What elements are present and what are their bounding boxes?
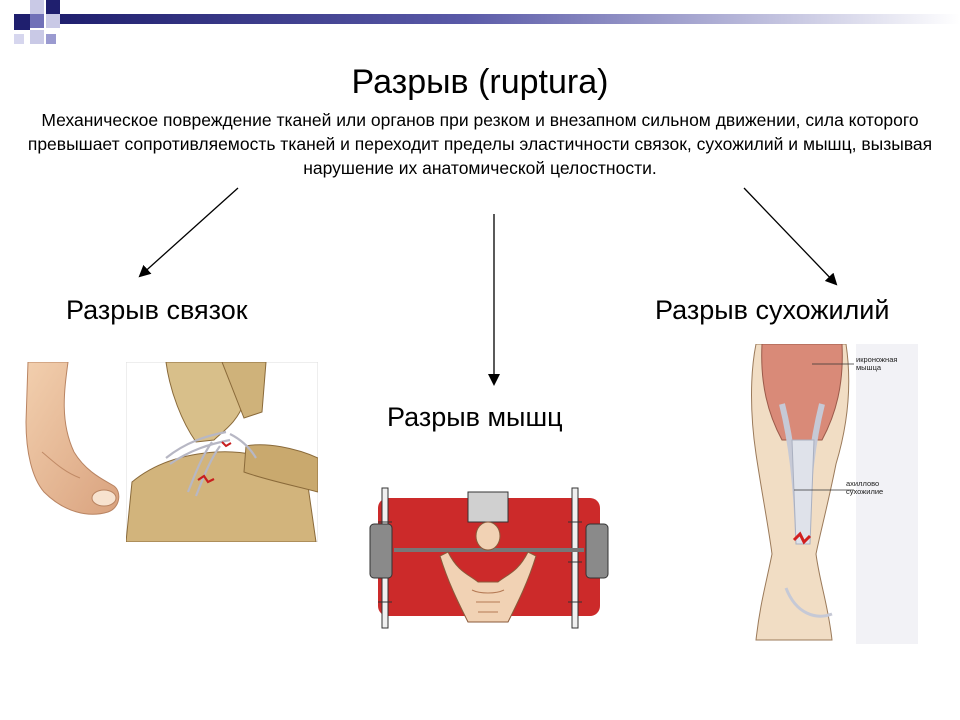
ligament-rupture-label: Разрыв связок	[66, 295, 248, 325]
muscle-rupture-label: Разрыв мышц	[387, 402, 563, 432]
definition-text: Механическое повреждение тканей или орга…	[27, 110, 933, 178]
header-decoration	[14, 0, 960, 44]
tendon-rupture-label: Разрыв сухожилий	[655, 295, 890, 325]
header-gradient-bar	[60, 14, 960, 24]
decorative-squares-icon	[14, 0, 60, 44]
leg-tendon-illustration: икроножная мышца ахиллово сухожилие	[751, 344, 918, 644]
arrow-icon	[138, 187, 239, 278]
arrow-icon	[743, 187, 838, 286]
ankle-ligament-illustration	[126, 362, 318, 542]
calf-muscle-label-2: мышца	[856, 363, 882, 372]
calf-muscle-label: икроножная	[856, 355, 897, 364]
achilles-tendon-label: ахиллово	[846, 479, 879, 488]
weightlifter-illustration	[369, 487, 609, 629]
slide-title: Разрыв (ruptura)	[351, 63, 609, 101]
achilles-tendon-label-2: сухожилие	[846, 487, 883, 496]
foot-illustration	[25, 362, 120, 515]
